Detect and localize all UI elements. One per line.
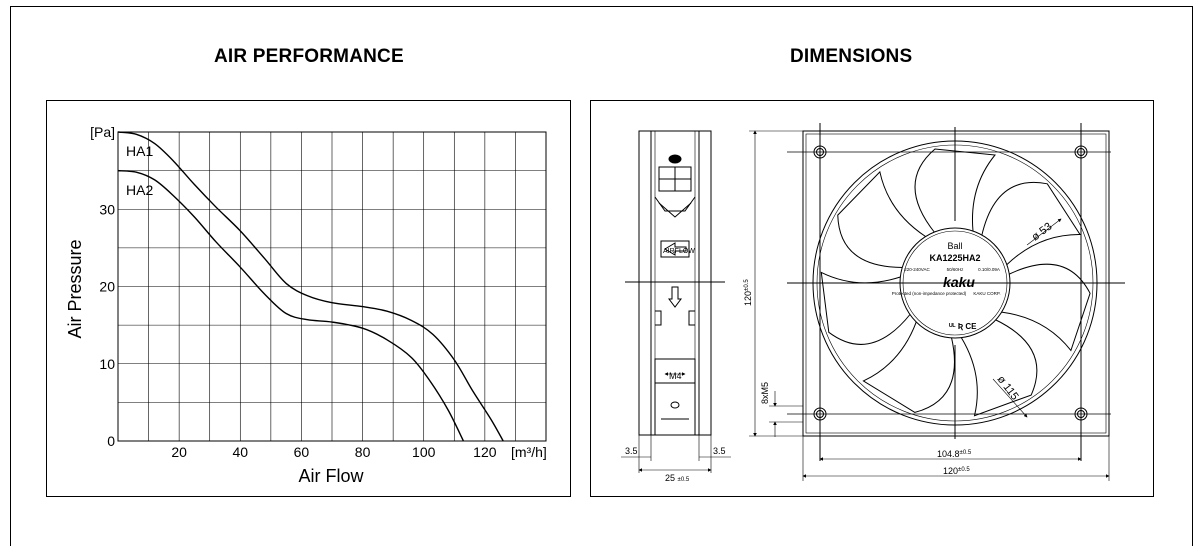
holes-label: 8xM5	[760, 382, 770, 404]
fan-blade	[1001, 263, 1091, 352]
fan-blade	[981, 182, 1081, 266]
chart-ticks: 20 40 60 80 100 120 0 10 20 30	[99, 201, 496, 460]
fan-blade	[960, 318, 1038, 417]
hub-label-bearing: Ball	[947, 241, 962, 251]
hole-pitch-label: 104.8±0.5	[937, 449, 972, 459]
hub-label-frequency: 50/60Hz	[947, 267, 965, 272]
y-tick-label: 30	[99, 201, 115, 217]
x-tick-label: 20	[171, 444, 187, 460]
dimensions-drawing: AIRFLOW M4 3.5 3.5 25 ±0.5	[621, 123, 1125, 483]
x-axis-label: Air Flow	[298, 466, 364, 486]
y-tick-label: 20	[99, 279, 115, 295]
page-frame	[10, 6, 1193, 546]
fan-side-view	[621, 130, 731, 473]
chart-curves	[117, 131, 504, 442]
fan-blade	[837, 170, 927, 268]
x-tick-label: 40	[232, 444, 248, 460]
chart-grid	[117, 131, 547, 442]
x-tick-label: 60	[294, 444, 310, 460]
x-tick-label: 100	[412, 444, 436, 460]
side-width-label: 25 ±0.5	[665, 473, 690, 483]
height-dimension-label: 120±0.5	[743, 279, 753, 306]
air-performance-chart: 20 40 60 80 100 120 0 10 20 30 [Pa] [m³/h] Air Fl…	[65, 124, 547, 486]
side-edge-right-label: 3.5	[713, 446, 726, 456]
x-tick-label: 120	[473, 444, 497, 460]
series-curve-ha2	[117, 169, 465, 442]
fan-blade	[862, 321, 955, 413]
air-performance-title: AIR PERFORMANCE	[214, 46, 404, 67]
y-axis-label: Air Pressure	[65, 239, 85, 338]
m4-label: M4	[669, 371, 682, 381]
airflow-text: AIRFLOW	[663, 248, 695, 255]
hub-label-model: KA1225HA2	[929, 253, 980, 263]
hub-brand-logo: kaku	[943, 274, 975, 290]
dimensions-title: DIMENSIONS	[790, 46, 913, 67]
hub-label-current: 0.10/0.09A	[978, 267, 1000, 272]
side-edge-left-label: 3.5	[625, 446, 638, 456]
y-unit-label: [Pa]	[90, 124, 115, 140]
cert-marks: ᵁᴸ Ʀ CE	[949, 322, 977, 331]
width-dimension-label: 120±0.5	[943, 466, 970, 476]
hub-label-corp: KAKU CORP.	[973, 291, 1000, 296]
series-curve-ha1	[117, 131, 504, 442]
fan-blade	[820, 271, 912, 345]
y-tick-label: 0	[107, 433, 115, 449]
y-tick-label: 10	[99, 356, 115, 372]
dimensions-panel: AIRFLOW M4 3.5 3.5 25 ±0.5	[590, 100, 1154, 497]
x-tick-label: 80	[355, 444, 371, 460]
hub-label-voltage: 220-240VAC	[904, 267, 930, 272]
x-unit-label: [m³/h]	[511, 444, 547, 460]
fan-blades	[820, 148, 1091, 417]
air-performance-panel: 20 40 60 80 100 120 0 10 20 30 [Pa] [m³/h] Air Fl…	[46, 100, 571, 497]
hub-label-note: Protected (non-impedance protected)	[892, 291, 967, 296]
fan-front-view	[749, 123, 1125, 481]
series-label-ha1: HA1	[126, 143, 153, 159]
series-label-ha2: HA2	[126, 182, 153, 198]
